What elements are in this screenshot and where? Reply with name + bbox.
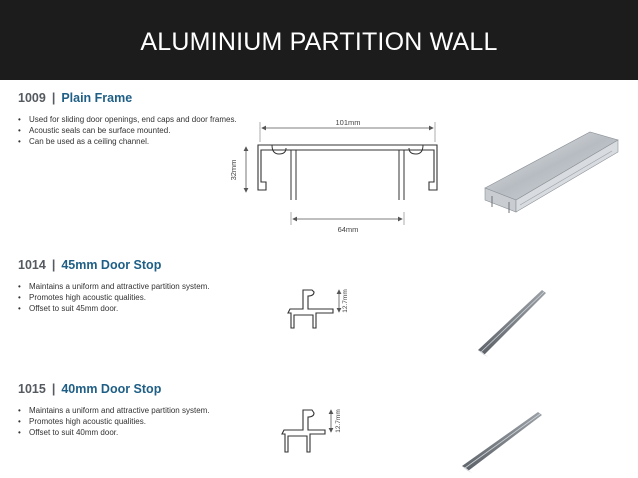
feature-item: Promotes high acoustic qualities.: [18, 292, 238, 303]
title-banner: ALUMINIUM PARTITION WALL: [0, 0, 638, 80]
profile-drawing-1015: 12.7mm: [281, 409, 342, 453]
product-1009: 1009 | Plain Frame Used for sliding door o…: [18, 91, 238, 147]
height-label: 32mm: [229, 160, 238, 181]
profile-photo-1009: [484, 131, 619, 213]
product-1015: 1015 | 40mm Door Stop Maintains a uniform …: [18, 382, 238, 438]
heading-separator: |: [51, 382, 56, 396]
profile-photo-1014: [478, 290, 546, 357]
profile-drawing-1009: 101mm 32mm 64mm: [229, 118, 438, 234]
heading-separator: |: [51, 258, 56, 272]
product-heading: 1014 | 45mm Door Stop: [18, 258, 238, 272]
product-1014: 1014 | 45mm Door Stop Maintains a uniform …: [18, 258, 238, 314]
frame-outline: [257, 144, 438, 191]
product-heading: 1015 | 40mm Door Stop: [18, 382, 238, 396]
page-title: ALUMINIUM PARTITION WALL: [140, 28, 498, 56]
feature-list: Maintains a uniform and attractive parti…: [18, 281, 238, 314]
height-label: 12.7mm: [342, 289, 349, 312]
product-heading: 1009 | Plain Frame: [18, 91, 238, 105]
feature-item: Offset to suit 45mm door.: [18, 303, 238, 314]
feature-item: Offset to suit 40mm door.: [18, 427, 238, 438]
inner-width-label: 64mm: [338, 225, 359, 234]
product-code: 1014: [18, 258, 46, 272]
product-code: 1009: [18, 91, 46, 105]
profile-drawing-1014: 12.7mm: [287, 289, 349, 329]
profile-photo-1015: [462, 412, 542, 473]
product-name: 45mm Door Stop: [61, 258, 162, 272]
product-code: 1015: [18, 382, 46, 396]
product-name: Plain Frame: [61, 91, 133, 105]
feature-item: Maintains a uniform and attractive parti…: [18, 281, 238, 292]
feature-item: Maintains a uniform and attractive parti…: [18, 405, 238, 416]
feature-item: Used for sliding door openings, end caps…: [18, 114, 238, 125]
feature-item: Acoustic seals can be surface mounted.: [18, 125, 238, 136]
product-name: 40mm Door Stop: [61, 382, 162, 396]
height-label: 12.7mm: [335, 409, 342, 432]
feature-list: Maintains a uniform and attractive parti…: [18, 405, 238, 438]
heading-separator: |: [51, 91, 56, 105]
feature-list: Used for sliding door openings, end caps…: [18, 114, 238, 147]
feature-item: Can be used as a ceiling channel.: [18, 136, 238, 147]
width-label: 101mm: [335, 118, 360, 127]
feature-item: Promotes high acoustic qualities.: [18, 416, 238, 427]
